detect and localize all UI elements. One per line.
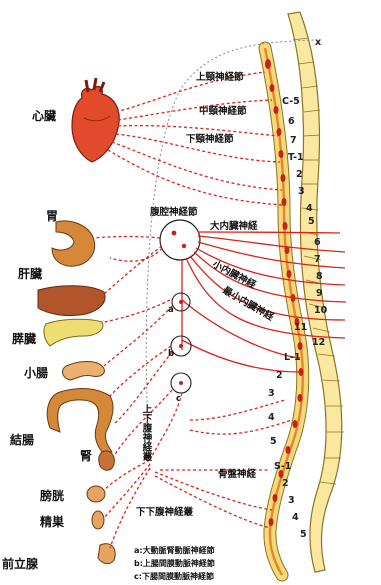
celiac-ganglion-label: 腹腔神経節 [149, 206, 198, 218]
vertebra-s4: 4 [292, 512, 299, 523]
vertebra-t6: 6 [314, 237, 321, 248]
superior-cervical-ganglion-label: 上頸神経節 [196, 71, 244, 83]
vertebra-t7: 7 [314, 254, 321, 265]
vertebra-t8: 8 [316, 271, 323, 282]
vertebra-c7: 7 [290, 135, 297, 146]
vertebra-l4: 4 [268, 412, 275, 423]
small-intestine-label: 小腸 [24, 365, 48, 380]
superior-hypogastric-label: 上下腹神経叢 [141, 403, 154, 462]
vertebra-s3: 3 [288, 495, 295, 506]
vertebra-l1: L-1 [284, 352, 301, 363]
greater-splanchnic-label: 大内臓神経 [210, 220, 258, 232]
heart-organ [72, 78, 119, 162]
prostate-organ [98, 544, 115, 564]
small-intestine-organ [63, 362, 105, 381]
colon-organ [47, 389, 113, 452]
vertebra-l5: 5 [270, 436, 277, 447]
vertebra-c6: 6 [288, 116, 295, 127]
bladder-organ [87, 486, 105, 502]
testis-label: 精巣 [40, 514, 65, 529]
inferior-cervical-ganglion-label: 下頸神経節 [186, 133, 234, 145]
vertebra-s5: 5 [300, 529, 307, 540]
liver-label: 肝臟 [18, 266, 42, 281]
testis-organ [92, 511, 104, 529]
vertebra-t9: 9 [316, 288, 323, 299]
vertebra-t2: 2 [296, 169, 303, 180]
middle-cervical-ganglion-label: 中頸神経節 [199, 105, 247, 117]
liver-organ [38, 286, 105, 316]
colon-label: 結腸 [10, 432, 34, 447]
vertebra-t10: 10 [314, 305, 328, 316]
vertebra-t11: 11 [294, 322, 307, 333]
legend-b: b:上腸間膜動脈神経節 [134, 558, 215, 568]
least-splanchnic-label: 最小内臓神経 [221, 284, 277, 323]
vertebra-l3: 3 [268, 388, 275, 399]
legend-c: c:下腸間膜動脈神経節 [134, 571, 214, 581]
kidney-organ [99, 451, 115, 470]
visceral-nerve-branches [94, 237, 292, 549]
vertebra-s1: S-1 [274, 461, 291, 472]
vertebra-s2: 2 [282, 478, 289, 489]
vertebra-x-mark: x [315, 37, 321, 48]
ganglion-legend: a:大動脈腎動脈神経節 b:上腸間膜動脈神経節 c:下腸間膜動脈神経節 [134, 545, 215, 581]
kidney-label: 腎 [80, 448, 92, 463]
celiac-ganglion [160, 220, 200, 260]
vertebra-c5: C-5 [282, 96, 300, 107]
vertebra-t5: 5 [308, 216, 315, 227]
pancreas-organ [44, 319, 103, 346]
stomach-label: 胃 [46, 209, 58, 223]
vertebra-t4: 4 [306, 203, 313, 214]
lesser-splanchnic-label: 小内臓神経 [210, 258, 259, 292]
legend-a: a:大動脈腎動脈神経節 [134, 545, 215, 555]
vertebra-l2: 2 [276, 370, 283, 381]
vertebra-t1: T-1 [288, 152, 304, 163]
vertebra-t3: 3 [298, 186, 305, 197]
bladder-label: 膀胱 [39, 488, 64, 503]
pancreas-label: 膵臓 [12, 331, 36, 346]
heart-label: 心臟 [32, 108, 56, 123]
pelvic-splanchnic-label: 骨盤神経 [218, 468, 257, 480]
vertebra-t12: 12 [312, 337, 325, 348]
prostate-label: 前立腺 [2, 556, 39, 571]
stomach-organ [52, 221, 95, 266]
inferior-hypogastric-label: 下下腹神経叢 [136, 506, 194, 518]
